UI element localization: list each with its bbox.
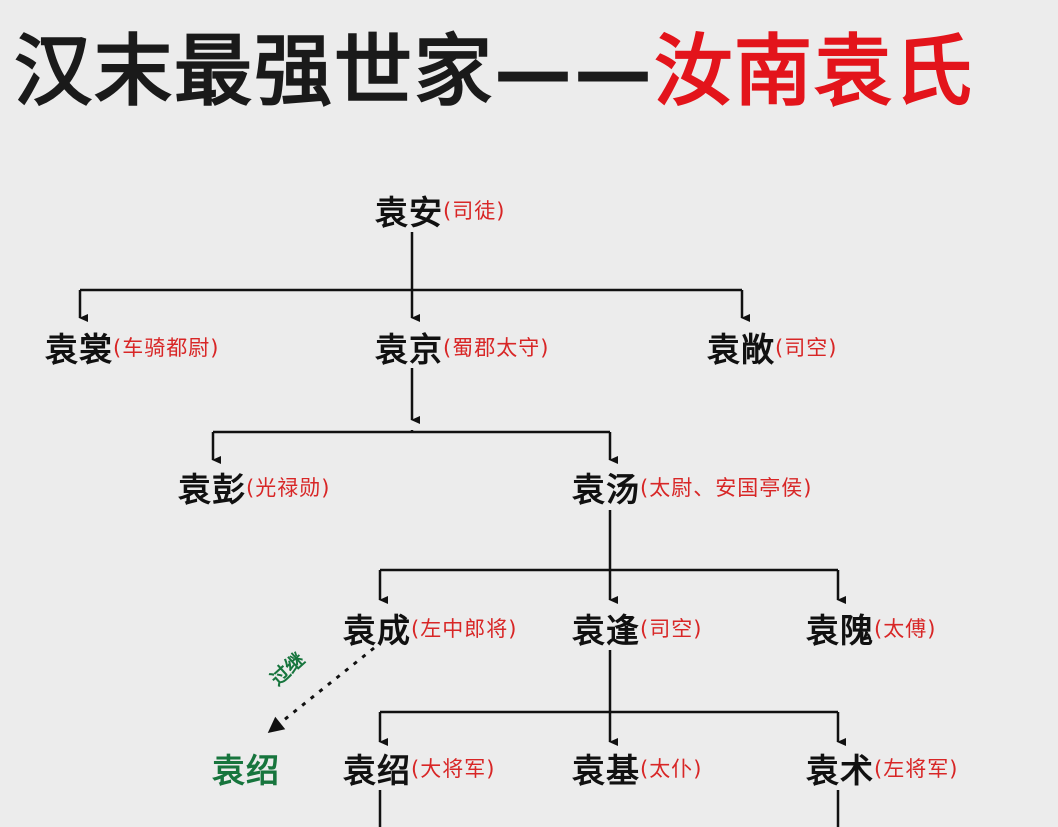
person-name: 袁基 (572, 751, 640, 790)
connector-gen3 (380, 510, 838, 572)
node-yuan-ji: 袁基(太仆) (572, 744, 702, 792)
person-name: 袁汤 (572, 470, 640, 509)
person-title: (车骑都尉) (113, 336, 220, 360)
node-yuan-wei: 袁隗(太傅) (806, 604, 936, 652)
person-title: (太傅) (874, 617, 937, 641)
node-yuan-cheng: 袁成(左中郎将) (343, 604, 517, 652)
title-dash: —— (494, 27, 655, 117)
person-name: 袁敞 (707, 330, 775, 369)
person-name: 袁裳 (45, 330, 113, 369)
person-name: 袁术 (806, 751, 874, 790)
node-yuan-peng: 袁彭(光禄勋) (178, 463, 330, 511)
person-title: (司徒) (443, 199, 506, 223)
connector-gen5 (378, 790, 840, 827)
title-highlight: 汝南袁氏 (654, 27, 975, 117)
person-title: (蜀郡太守) (443, 336, 550, 360)
person-title: (太仆) (640, 757, 703, 781)
person-title: (司空) (640, 617, 703, 641)
person-name: 袁安 (375, 193, 443, 232)
person-name: 袁逢 (572, 611, 640, 650)
node-yuan-shu: 袁术(左将军) (806, 744, 958, 792)
node-yuan-jing: 袁京(蜀郡太守) (375, 323, 549, 371)
node-yuan-tang: 袁汤(太尉、安国亭侯) (572, 463, 812, 511)
person-title: (左将军) (874, 757, 959, 781)
person-title: (左中郎将) (411, 617, 518, 641)
person-title: (司空) (775, 336, 838, 360)
page-title: 汉末最强世家——汝南袁氏 (14, 22, 974, 122)
node-yuan-shao-adopted: 袁绍 (212, 744, 280, 792)
person-name: 袁隗 (806, 611, 874, 650)
node-yuan-shao: 袁绍(大将军) (343, 744, 495, 792)
node-yuan-an: 袁安(司徒) (375, 186, 505, 234)
connector-gen1 (80, 232, 742, 292)
person-name: 袁成 (343, 611, 411, 650)
node-yuan-chang: 袁裳(车骑都尉) (45, 323, 219, 371)
person-name: 袁绍 (212, 751, 280, 790)
person-name: 袁京 (375, 330, 443, 369)
person-title: (太尉、安国亭侯) (640, 476, 813, 500)
title-main: 汉末最强世家 (14, 27, 495, 117)
person-title: (大将军) (411, 757, 496, 781)
node-yuan-chang-2: 袁敞(司空) (707, 323, 837, 371)
person-title: (光禄勋) (246, 476, 331, 500)
person-name: 袁彭 (178, 470, 246, 509)
person-name: 袁绍 (343, 751, 411, 790)
node-yuan-feng: 袁逢(司空) (572, 604, 702, 652)
